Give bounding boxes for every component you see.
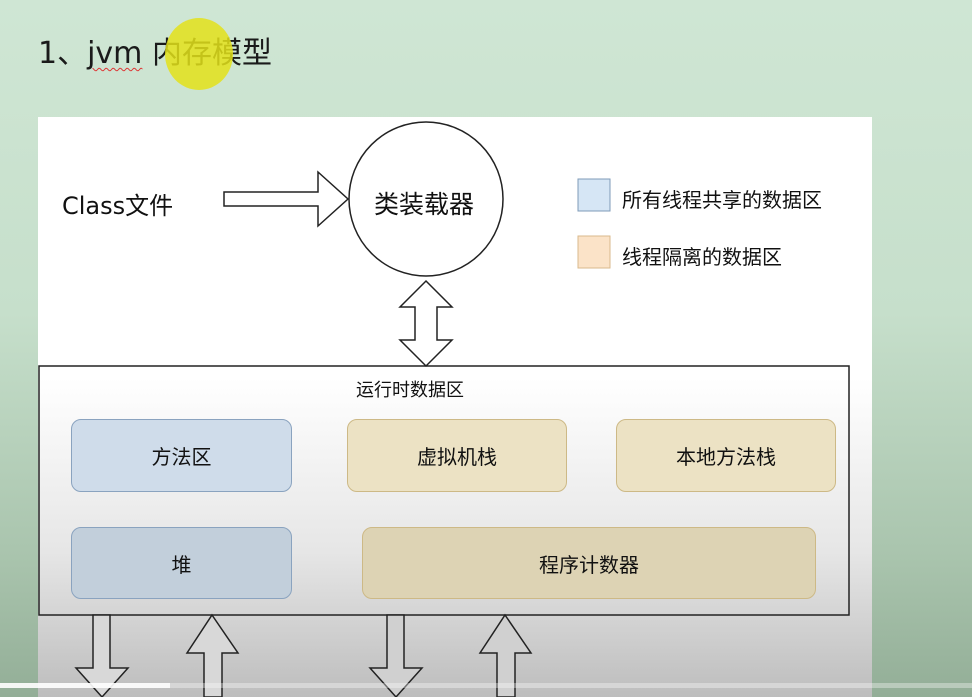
video-progress-fill — [0, 683, 171, 688]
title-jvm: jvm — [87, 36, 143, 71]
program-counter-box: 程序计数器 — [362, 527, 816, 599]
native-method-stack-box: 本地方法栈 — [616, 419, 836, 492]
program-counter-label: 程序计数器 — [539, 552, 639, 577]
title-prefix: 1、 — [38, 36, 88, 71]
vm-stack-box: 虚拟机栈 — [347, 419, 567, 492]
class-file-label: Class文件 — [62, 192, 174, 220]
heap-label: 堆 — [171, 552, 192, 577]
legend-swatch-isolated — [577, 235, 611, 269]
class-loader-circle — [348, 121, 504, 277]
double-arrow-icon — [398, 279, 454, 368]
runtime-data-area-title: 运行时数据区 — [356, 380, 464, 401]
up-arrow-icon — [478, 613, 533, 697]
down-arrow-icon — [368, 614, 424, 697]
right-arrow-icon — [223, 170, 350, 228]
legend-label-shared: 所有线程共享的数据区 — [622, 188, 822, 212]
cursor-highlight — [165, 18, 233, 90]
legend-swatch-shared — [577, 178, 611, 212]
class-loader-label: 类装载器 — [374, 190, 475, 219]
method-area-label: 方法区 — [151, 445, 212, 469]
up-arrow-icon — [185, 613, 240, 697]
native-method-stack-label: 本地方法栈 — [676, 445, 776, 469]
down-arrow-icon — [74, 614, 130, 697]
method-area-box: 方法区 — [71, 419, 292, 492]
heap-box: 堆 — [71, 527, 292, 599]
video-progress-bar[interactable] — [0, 683, 972, 688]
legend-label-isolated: 线程隔离的数据区 — [622, 245, 782, 269]
runtime-data-area-border — [38, 365, 850, 616]
vm-stack-label: 虚拟机栈 — [417, 445, 497, 469]
